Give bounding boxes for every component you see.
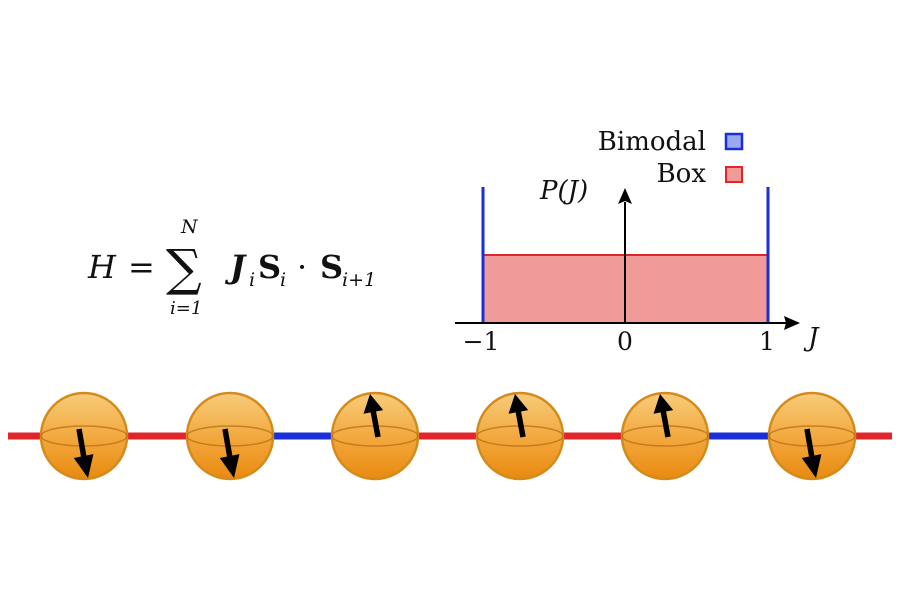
coupling-J: J: [224, 248, 247, 286]
spin-chain: [8, 391, 892, 481]
coupling-J-subscript: i: [249, 269, 255, 291]
spin-up-arrow: [508, 394, 529, 414]
y-axis-arrowhead: [618, 188, 632, 204]
spin-arrow-shaft: [76, 428, 87, 459]
spin-down-arrow: [801, 454, 822, 478]
spin-S-i-plus-1-subscript: i+1: [342, 269, 376, 291]
spin-up-arrow: [653, 394, 674, 414]
legend-swatch-bimodal: [724, 132, 744, 151]
y-axis-label: P(J): [539, 176, 588, 206]
sum-upper-limit: N: [180, 216, 199, 238]
hamiltonian-formula: H = ∑ N i=1 J i S i · S i+1: [87, 216, 376, 319]
spin-site: [475, 391, 565, 481]
spin-site: [330, 391, 420, 481]
hamiltonian-equals: =: [128, 248, 155, 286]
spin-down-arrow: [73, 454, 94, 478]
x-tick-label-zero: 0: [617, 327, 633, 356]
x-tick-label-one: 1: [759, 327, 775, 356]
spin-S-i-subscript: i: [280, 269, 286, 291]
sum-lower-limit: i=1: [170, 298, 202, 319]
x-axis-arrowhead: [784, 316, 800, 330]
spin-S-i: S: [258, 248, 281, 286]
x-tick-label-minus-one: −1: [463, 327, 500, 356]
distribution-plot: P(J) J −1 0 1: [455, 176, 820, 356]
x-axis-label: J: [803, 323, 820, 353]
legend-swatch-box: [725, 166, 743, 183]
legend-label-bimodal: Bimodal: [598, 127, 706, 157]
legend-label-box: Box: [657, 159, 707, 189]
spin-arrow-shaft: [660, 409, 671, 438]
spin-arrow-shaft: [804, 428, 815, 459]
spin-arrow-shaft: [222, 428, 233, 459]
spin-S-i-plus-1: S: [320, 248, 343, 286]
hamiltonian-lhs: H: [87, 248, 117, 286]
dot-operator: ·: [297, 248, 307, 286]
spin-down-arrow: [219, 454, 240, 478]
spin-up-arrow: [363, 394, 384, 414]
spin-site: [185, 391, 275, 481]
legend: Bimodal Box: [598, 127, 744, 189]
spin-site: [39, 391, 129, 481]
spin-site: [620, 391, 710, 481]
spin-arrow-shaft: [370, 409, 381, 438]
spin-site: [767, 391, 857, 481]
spin-arrow-shaft: [515, 409, 526, 438]
sum-symbol: ∑: [166, 239, 202, 297]
